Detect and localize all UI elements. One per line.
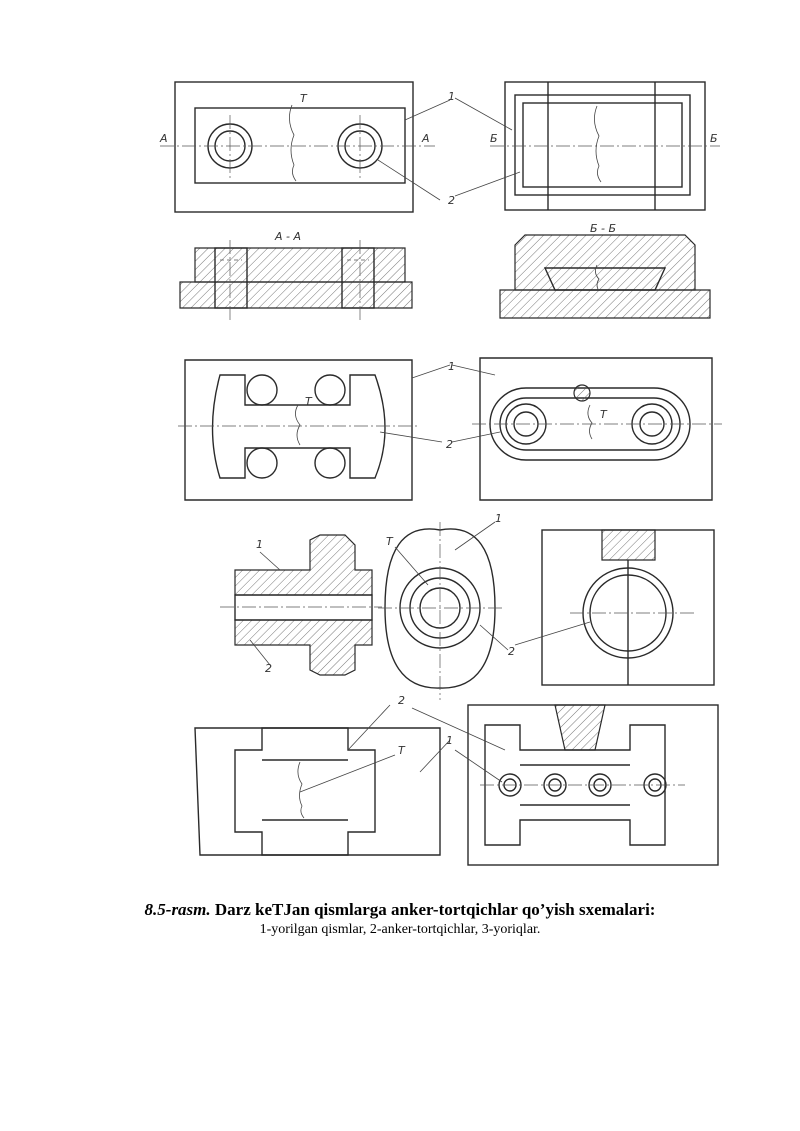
drawing-section-aa: A - A (179, 230, 413, 320)
caption-title-text: Darz keTJan qismlarga anker-tortqichlar … (210, 900, 656, 919)
label-section-aa: A - A (274, 230, 301, 243)
label-anchor-3: 2 (265, 662, 272, 675)
label-part-4: 1 (495, 512, 502, 525)
label-crack-4: T (386, 535, 394, 548)
label-part-5: 1 (446, 734, 453, 747)
label-part-2: 1 (448, 360, 455, 373)
label-crack-1: T (300, 92, 308, 105)
label-crack-3: T (600, 408, 608, 421)
drawing-plate-two-holes: A A T (159, 81, 451, 213)
drawing-h-anchor: T (178, 359, 451, 501)
drawing-flanged-hub: 1 2 (220, 534, 382, 676)
technical-drawing-figure: A A T 1 2 Б Б A - A Б - Б (150, 60, 730, 890)
label-section-bb: Б - Б (590, 222, 616, 235)
drawing-plate-dovetail: 2 T 1 (194, 694, 453, 856)
drawing-section-bb: Б - Б (499, 222, 711, 319)
drawing-plate-bolts (411, 704, 719, 866)
label-b-left: Б (490, 132, 498, 145)
label-anchor-4: 2 (508, 645, 515, 658)
drawing-plate-frame: 1 2 Б Б (448, 81, 720, 211)
label-a-left: A (159, 132, 168, 145)
caption-title: 8.5-rasm. Darz keTJan qismlarga anker-to… (0, 900, 800, 920)
caption-number: 8.5-rasm. (144, 900, 211, 919)
label-crack-2: T (305, 395, 313, 408)
label-crack-5: T (398, 744, 406, 757)
label-anchor-5: 2 (398, 694, 405, 707)
drawing-oval-anchor: 1 2 T (446, 357, 722, 501)
label-b-right: Б (710, 132, 718, 145)
figure-caption: 8.5-rasm. Darz keTJan qismlarga anker-to… (0, 900, 800, 938)
drawing-plate-ring: 1 2 (454, 512, 715, 686)
label-part-3: 1 (256, 538, 263, 551)
label-a-right: A (421, 132, 430, 145)
label-anchor-2: 2 (446, 438, 453, 451)
drawing-ring: T (378, 522, 509, 700)
label-part-1: 1 (448, 90, 455, 103)
caption-subtitle: 1-yorilgan qismlar, 2-anker-tortqichlar,… (259, 922, 541, 937)
label-anchor-1: 2 (448, 194, 455, 207)
